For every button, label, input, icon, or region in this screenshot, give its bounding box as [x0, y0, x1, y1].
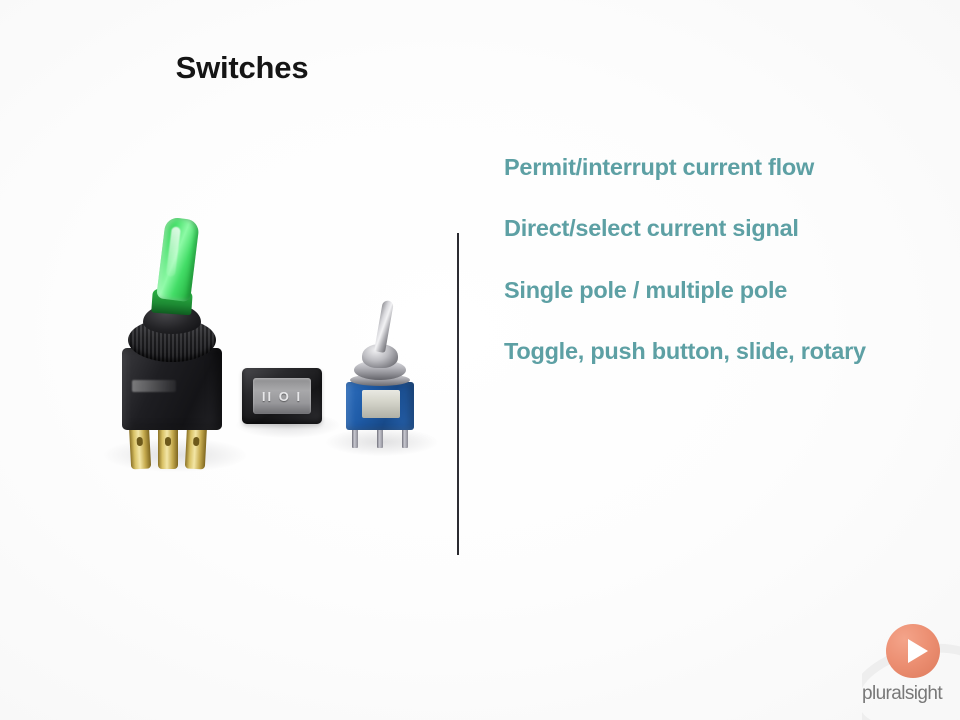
bullet-item-4: Toggle, push button, slide, rotary [504, 337, 866, 364]
rocker-switch-face: II O I [253, 378, 311, 414]
page-title: Switches [175, 50, 309, 85]
rocker-switch-markings: II O I [261, 388, 303, 404]
black-rocker-switch: II O I [242, 368, 326, 430]
blue-switch-lever [374, 299, 394, 353]
bullet-item-3: Single pole / multiple pole [504, 276, 788, 303]
blue-switch-pin [352, 426, 358, 448]
blue-switch-pin [377, 426, 383, 448]
green-switch-lever [156, 216, 200, 303]
green-switch-body-label [132, 380, 176, 392]
play-icon [886, 624, 940, 678]
blue-switch-pin [402, 426, 408, 448]
bullet-item-2: Direct/select current signal [504, 215, 799, 242]
switch-illustration-group: II O I [60, 190, 440, 490]
logo-wordmark: pluralsight [862, 683, 943, 704]
blue-switch-label-plate [362, 390, 400, 418]
vertical-divider [457, 233, 459, 555]
bullet-list: Permit/interrupt current flow Direct/sel… [504, 152, 934, 367]
bullet-item-1: Permit/interrupt current flow [504, 154, 815, 180]
green-illuminated-toggle-switch [108, 216, 238, 470]
blue-switch-body [346, 382, 414, 430]
green-switch-lever-highlight [165, 226, 181, 278]
green-switch-terminal [158, 423, 178, 469]
blue-mini-toggle-switch [332, 298, 428, 448]
play-triangle-icon [908, 639, 928, 663]
pluralsight-logo: pluralsight [862, 622, 960, 720]
